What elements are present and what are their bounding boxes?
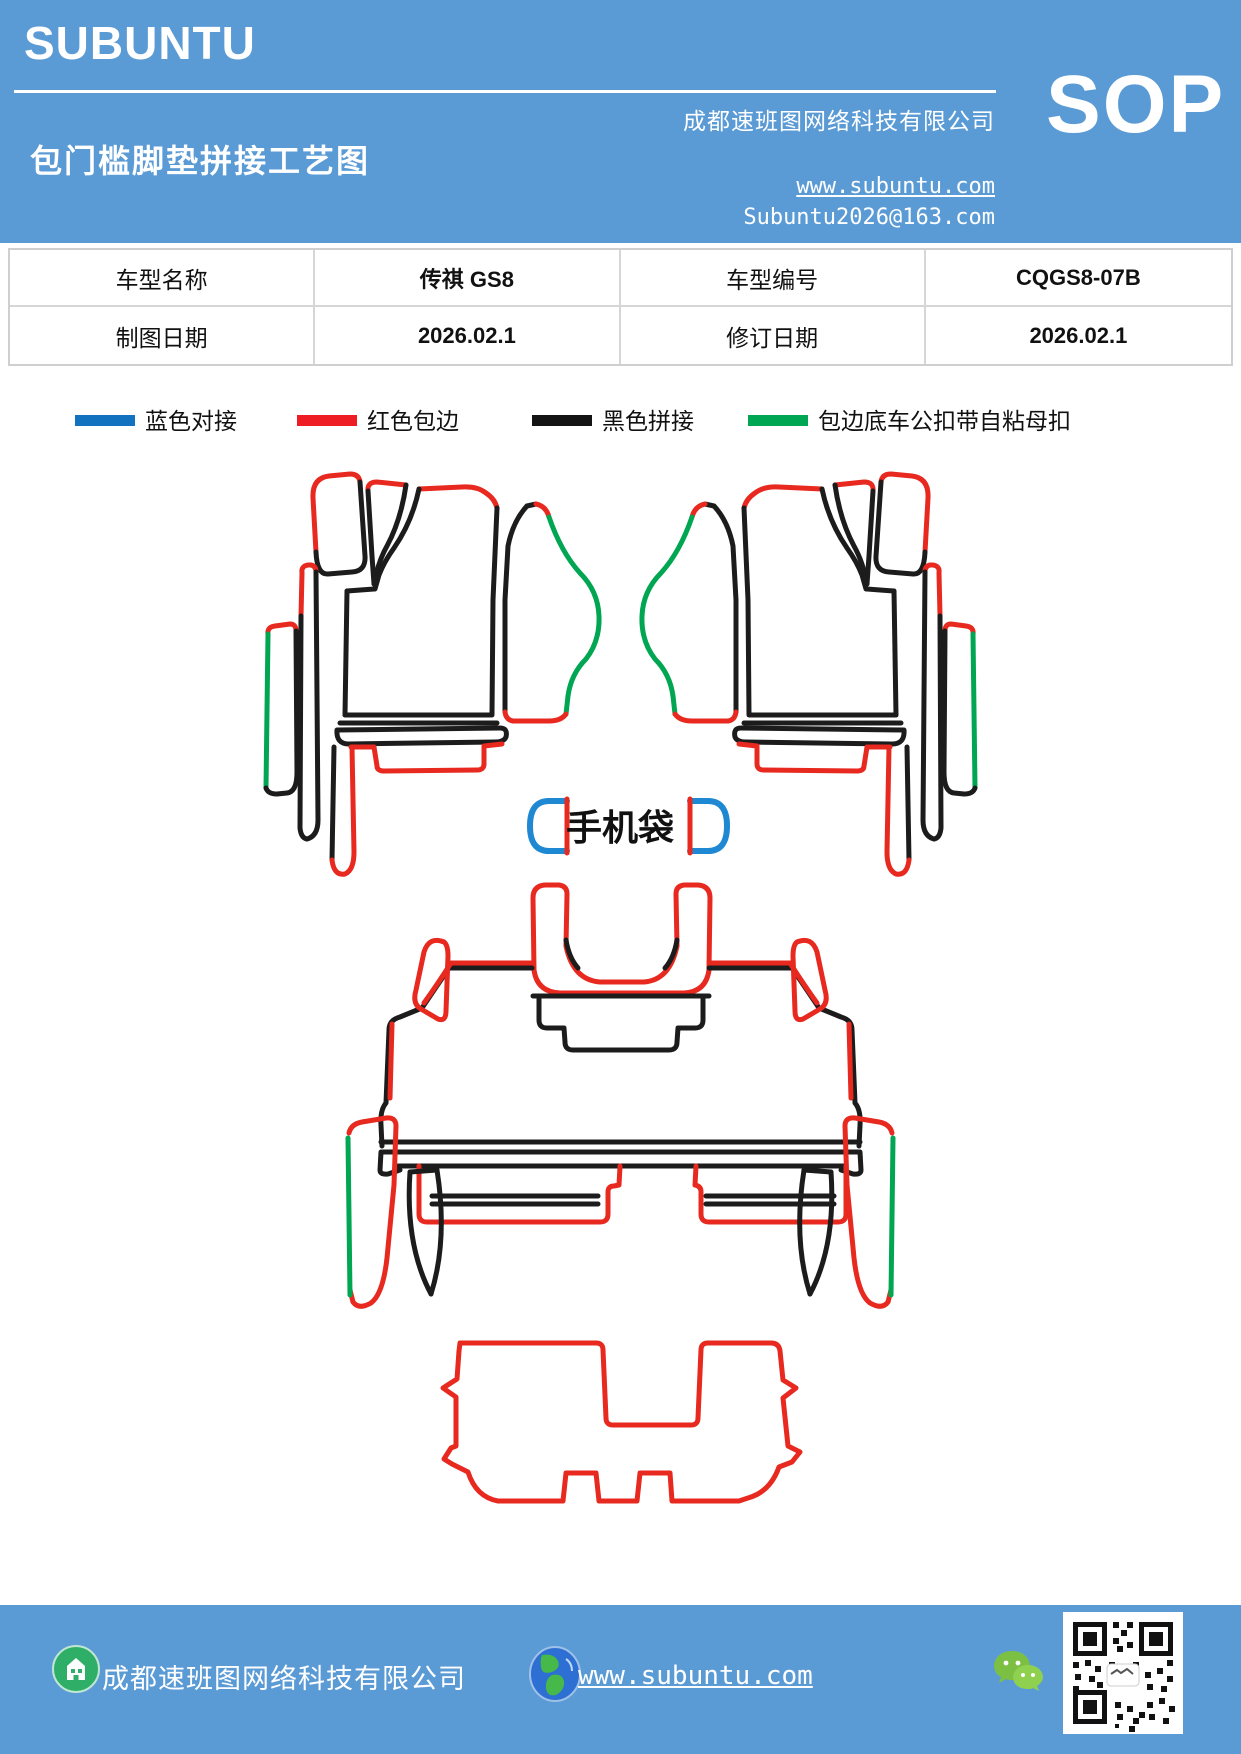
phone-bag-group: 手机袋: [527, 796, 730, 856]
header-divider: [14, 90, 996, 93]
middle-right-side-pieces: [793, 940, 893, 1306]
table-label-model-code: 车型编号: [620, 250, 926, 307]
company-name: 成都速班图网络科技有限公司: [683, 109, 995, 134]
phone-bag-label: 手机袋: [566, 808, 674, 848]
header-band: SUBUNTU 包门槛脚垫拼接工艺图 成都速班图网络科技有限公司 www.sub…: [0, 0, 1241, 243]
trunk-mat-outline: [440, 1340, 803, 1504]
table-value-revise-date: 2026.02.1: [1029, 322, 1128, 348]
green-swatch-rect: [748, 414, 808, 426]
table-label-revise-date: 修订日期: [621, 307, 926, 364]
green-line-swatch: [748, 414, 808, 426]
red-swatch-rect: [297, 414, 357, 426]
table-value-model-code: CQGS8-07B: [925, 250, 1231, 307]
middle-left-side-pieces: [345, 937, 451, 1309]
legend-item-green: 包边底车公扣带自粘母扣: [748, 402, 1071, 436]
legend-label-black: 黑色拼接: [602, 409, 694, 434]
black-line-swatch: [532, 414, 592, 426]
legend-item-black: 黑色拼接: [532, 402, 694, 436]
phone-bag-left-bracket: [527, 798, 570, 854]
qr-code: [1063, 1612, 1183, 1734]
legend-item-red: 红色包边: [297, 402, 459, 436]
legend-item-blue: 蓝色对接: [75, 402, 237, 436]
front-left-mat-outline: [263, 471, 602, 877]
website-link[interactable]: www.subuntu.com: [796, 174, 995, 199]
table-label-draw-date: 制图日期: [10, 307, 316, 364]
blue-line-swatch: [75, 414, 135, 426]
footer-band: 成都速班图网络科技有限公司 www.subuntu.com: [0, 1605, 1241, 1754]
blue-swatch-rect: [75, 414, 135, 426]
black-swatch-rect: [532, 414, 592, 426]
email-address: Subuntu2026@163.com: [743, 205, 995, 230]
legend: 蓝色对接 红色包边 黑色拼接 包边底车公扣带自粘母扣: [0, 402, 1241, 436]
legend-label-blue: 蓝色对接: [145, 409, 237, 434]
red-line-swatch: [297, 414, 357, 426]
middle-row-mat-outline: [377, 882, 864, 1225]
wechat-icon: [994, 1651, 1043, 1691]
table-label-model-name: 车型名称: [10, 250, 316, 307]
header-contact-block: 成都速班图网络科技有限公司 www.subuntu.com Subuntu202…: [683, 102, 995, 230]
front-right-mat-outline: [642, 474, 975, 874]
sop-badge: SOP: [1046, 59, 1226, 150]
brand-logo: SUBUNTU: [24, 17, 256, 69]
legend-label-red: 红色包边: [367, 409, 459, 434]
phone-bag-right-bracket: [687, 798, 730, 854]
footer-company-name: 成都速班图网络科技有限公司: [102, 1664, 466, 1694]
table-value-model-name: 传祺 GS8: [315, 250, 621, 307]
page-title: 包门槛脚垫拼接工艺图: [30, 143, 371, 179]
vehicle-info-table: 车型名称 传祺 GS8 车型编号 CQGS8-07B 制图日期 2026.02.…: [8, 248, 1233, 366]
company-building-icon: [52, 1645, 100, 1693]
globe-icon: [529, 1646, 581, 1702]
footer-website-link[interactable]: www.subuntu.com: [578, 1661, 813, 1691]
table-value-draw-date: 2026.02.1: [315, 307, 621, 364]
legend-label-green: 包边底车公扣带自粘母扣: [818, 409, 1071, 434]
